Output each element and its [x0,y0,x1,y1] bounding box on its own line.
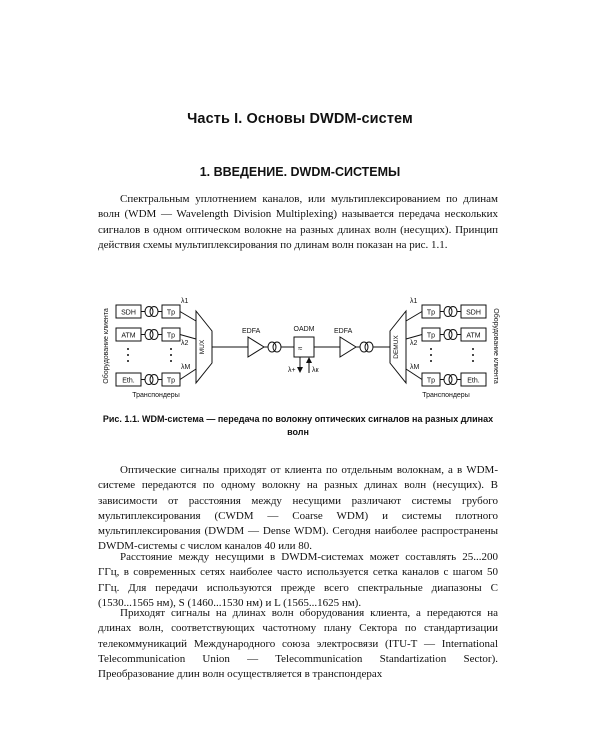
lambda-2-left: λ2 [181,340,189,347]
continuation-dots [127,348,474,362]
oadm-label: OADM [294,326,315,333]
client-box-sdh-right [460,304,487,319]
fiber-coil [443,374,453,385]
fiber-coil [443,306,453,317]
fiber-coil [144,374,154,385]
figure-caption: Рис. 1.1. WDM-система — передача по воло… [102,414,494,437]
edfa-label-2: EDFA [334,328,353,335]
chapter-title: 1. ВВЕДЕНИЕ. DWDM-СИСТЕМЫ [199,165,401,179]
mux-label: MUX [199,339,206,354]
fiber-coil [144,306,154,317]
client-label-atm-right: ATM [466,333,480,340]
client-label-eth-left: Eth. [122,378,135,385]
client-label-sdh-left: SDH [121,310,136,317]
client-box-atm-right [460,327,487,342]
client-label-sdh-right: SDH [466,310,481,317]
demux-block [389,309,407,385]
lambda-1-left: λ1 [181,298,189,305]
lambda-k-label: λк [312,367,320,374]
fiber-coil [267,341,277,353]
fiber-coil [443,329,453,340]
lambda-m-left: λM [181,364,191,371]
client-label-atm-left: ATM [121,333,135,340]
transponder-label: Tp [427,378,435,385]
demux-label: DEMUX [393,335,400,359]
fiber-coil [359,341,369,353]
edfa-amplifier-2 [339,336,357,358]
transponder-label: Tp [167,333,175,340]
fiber-coil [144,329,154,340]
client-label-eth-right: Eth. [467,378,480,385]
paragraph-intro: Спектральным уплотнением каналов, или му… [98,193,498,251]
lambda-m-right: λM [410,364,420,371]
transponder-label: Tp [427,333,435,340]
oadm-wave-symbol: ≈ [298,344,303,353]
paragraph-wdm-types: Оптические сигналы приходят от клиента п… [98,464,498,553]
side-label-left: Оборудование клиента [102,308,110,384]
transponder-label: Tp [167,310,175,317]
paragraph-spacing: Расстояние между несущими в DWDM-система… [98,551,498,609]
client-box-eth-right [460,372,487,387]
part-title: Часть I. Основы DWDM-систем [187,111,413,127]
paragraph-wavelengths: Приходят сигналы на длинах волн оборудов… [98,607,498,681]
edfa-amplifier-1 [247,336,265,358]
wdm-system-diagram: ≈ Оборудование клиента Оборудование клие… [102,298,500,399]
lambda-plus-label: λ+ [288,367,296,374]
mux-block [195,309,213,385]
transponders-label-left: Транспондеры [132,392,180,399]
oadm-block [293,336,315,358]
lambda-2-right: λ2 [410,340,418,347]
transponder-label: Tp [167,378,175,385]
transponders-label-right: Транспондеры [422,392,470,399]
edfa-label-1: EDFA [242,328,261,335]
side-label-right: Оборудование клиента [492,308,500,384]
lambda-1-right: λ1 [410,298,418,305]
transponder-label: Tp [427,310,435,317]
